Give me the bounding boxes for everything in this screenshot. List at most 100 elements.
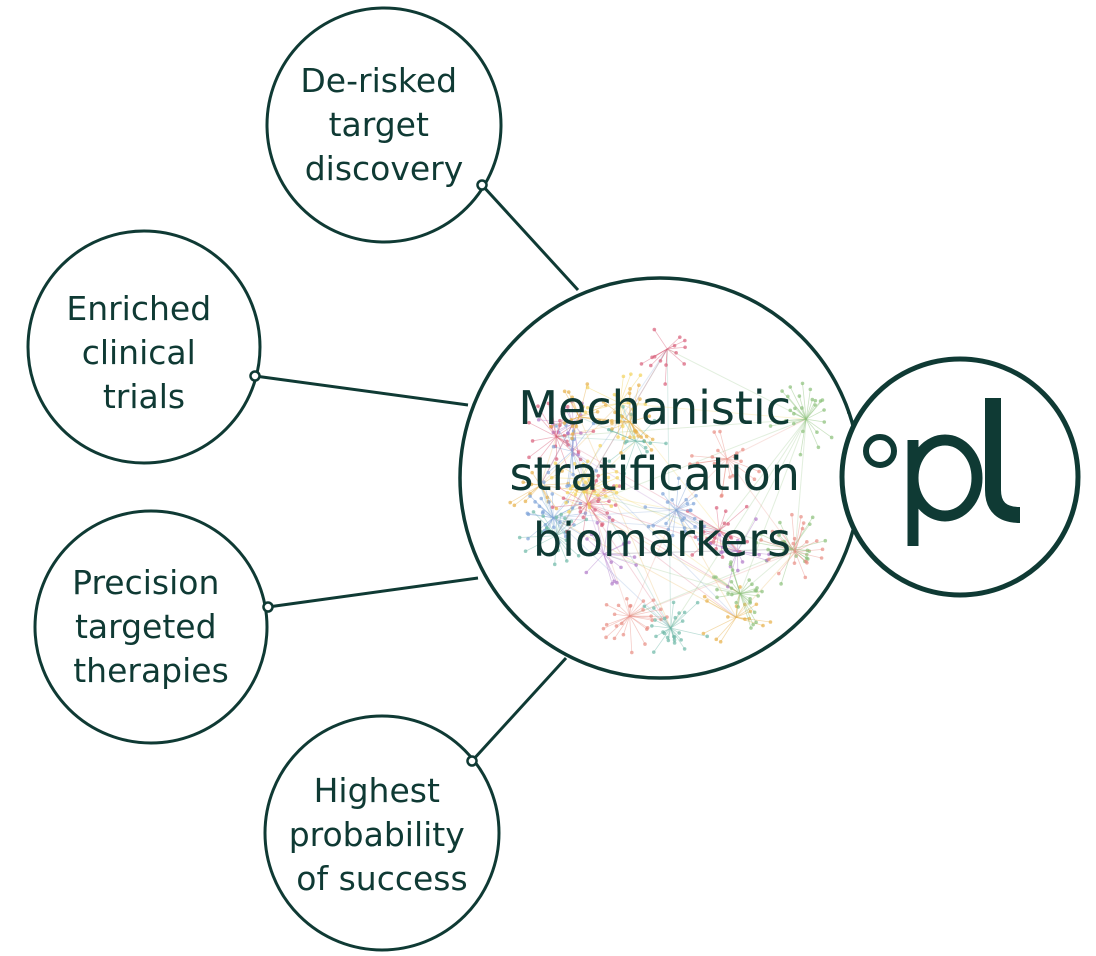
network-link [675,509,720,531]
network-node [627,391,632,396]
network-edge [626,598,631,617]
network-edge [664,348,668,385]
network-node [649,363,653,368]
network-link [726,458,796,553]
network-node [581,462,586,467]
network-node [733,455,737,459]
network-node [731,474,735,478]
network-edge [805,399,823,420]
network-edge [583,489,614,493]
network-edge [514,484,541,506]
node-label: Precision targeted therapies [72,563,230,690]
network-node [677,631,681,635]
network-link [540,402,621,486]
network-node [800,381,805,386]
network-node [553,461,558,466]
network-node [575,488,579,492]
network-node [670,497,674,502]
network-edge [603,401,631,423]
network-edge [572,403,583,424]
network-edge [791,548,807,559]
network-node [653,618,657,622]
network-node [780,540,784,544]
network-edge [553,501,568,519]
network-node [584,517,589,522]
network-node [585,382,590,386]
network-node [664,521,668,526]
connector-de-risked [480,183,580,292]
network-node [690,553,695,557]
network-node [682,647,687,651]
network-edge [737,593,741,607]
network-node [572,461,577,466]
network-link [571,450,738,552]
network-edge [591,534,604,555]
network-node [646,524,651,529]
network-node [627,540,631,545]
network-edge [737,550,770,555]
network-link [552,348,668,519]
network-node [557,485,561,490]
network-node [705,634,710,639]
network-edge [722,550,738,553]
network-node [651,598,656,602]
network-node [583,410,588,415]
network-node [698,542,702,546]
network-edge [717,450,728,460]
network-edge [652,509,677,527]
network-edge [603,615,630,630]
network-node [588,474,592,479]
network-node [806,557,810,561]
network-edge [730,564,741,594]
network-edge [675,509,695,519]
network-edge [616,615,630,627]
network-edge [768,551,796,560]
network-node [602,488,606,492]
network-edge [582,503,588,518]
network-edge [571,451,575,483]
network-node [583,480,588,485]
network-node [666,527,671,532]
network-node [721,545,725,550]
network-edge [794,551,796,564]
network-edge [574,463,583,479]
network-node [784,418,788,423]
network-node [640,454,645,459]
network-edge [525,535,557,552]
network-edge [587,500,610,505]
network-node [726,591,730,596]
network-node [638,397,642,401]
network-link [553,418,807,519]
network-node [782,549,787,553]
network-edge [740,593,759,597]
network-edge [726,458,760,472]
network-edge [655,627,671,637]
network-edge [629,616,633,653]
network-edge [667,501,677,511]
connector-dot [262,601,274,613]
network-edge [565,478,583,503]
network-edge [587,489,605,505]
network-node [554,506,559,511]
network-node [549,406,554,410]
network-node [649,448,654,452]
network-edge [605,615,630,638]
network-node [792,561,797,565]
network-edge [739,587,758,595]
network-node [616,435,620,439]
network-edge [759,533,793,550]
network-edge [542,517,554,533]
network-edge [551,477,583,480]
network-edge [578,411,598,418]
network-edge [675,509,685,519]
network-node [610,427,614,431]
network-edge [572,414,581,424]
network-edge [715,617,737,640]
network-node [609,560,614,564]
network-edge [791,523,811,550]
network-edge [629,615,648,630]
network-edge [675,509,696,528]
network-edge [719,431,728,459]
network-edge [670,627,708,637]
network-edge [558,487,588,505]
